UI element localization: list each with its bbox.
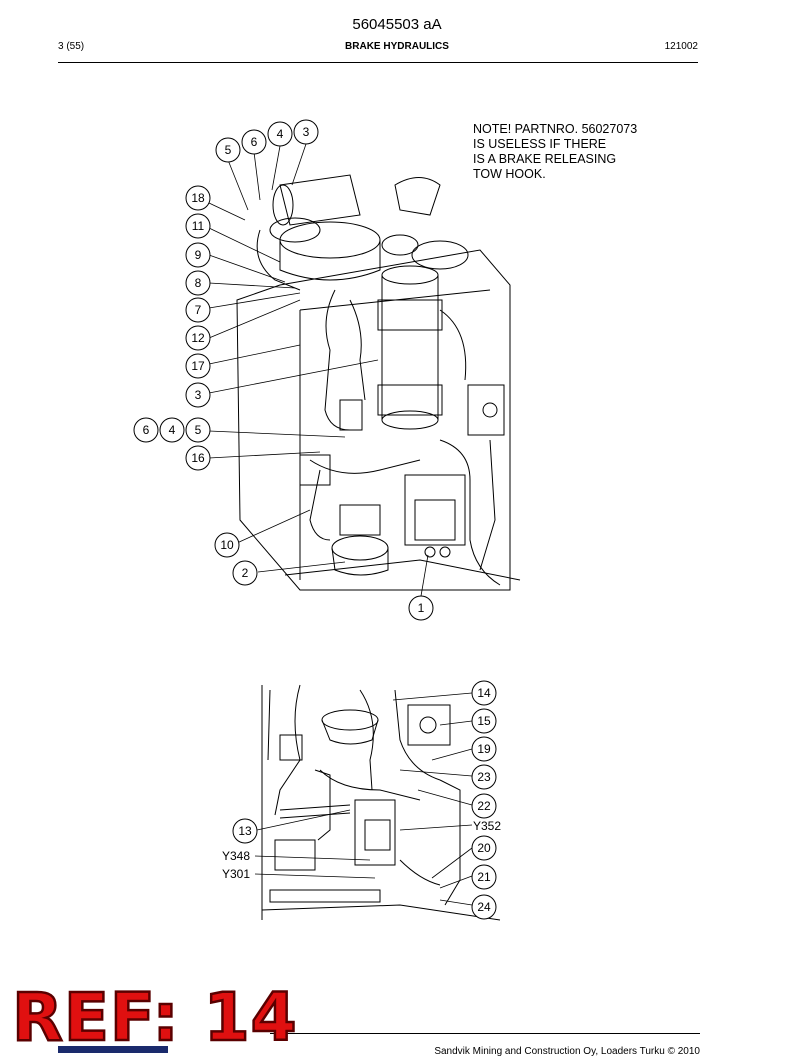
header-rule <box>58 62 698 63</box>
callout: 13 <box>232 818 258 844</box>
callout-label: 5 <box>225 143 232 157</box>
callout-label: 6 <box>143 423 150 437</box>
callout: 7 <box>185 297 211 323</box>
callout: 9 <box>185 242 211 268</box>
callout: 15 <box>471 708 497 734</box>
callout-label: 17 <box>191 359 205 373</box>
callout-label: 15 <box>477 714 491 728</box>
callout: 6 <box>241 129 267 155</box>
callout-label: 5 <box>195 423 202 437</box>
page-title: BRAKE HYDRAULICS <box>345 41 449 52</box>
callout: 20 <box>471 835 497 861</box>
callout-label: 12 <box>191 331 205 345</box>
callout: 21 <box>471 864 497 890</box>
solenoid-label: Y348 <box>222 849 250 863</box>
callout-label: 18 <box>191 191 205 205</box>
callout: 10 <box>214 532 240 558</box>
callout-label: 4 <box>169 423 176 437</box>
callout-label: 3 <box>195 388 202 402</box>
callout: 11 <box>185 213 211 239</box>
callout-label: 19 <box>477 742 491 756</box>
page-number: 3 (55) <box>58 41 85 52</box>
callout-label: 3 <box>303 125 310 139</box>
document-code: 121002 <box>664 41 698 52</box>
solenoid-label: Y301 <box>222 867 250 881</box>
callout: 24 <box>471 894 497 920</box>
leader-lines <box>208 143 473 906</box>
callout-label: 14 <box>477 686 491 700</box>
callout: 3 <box>293 119 319 145</box>
callout-label: 2 <box>242 566 249 580</box>
lower-assembly-drawing <box>261 684 501 921</box>
callout-label: 22 <box>477 799 491 813</box>
callout: 19 <box>471 736 497 762</box>
solenoid-label: Y352 <box>473 819 501 833</box>
callout: 17 <box>185 353 211 379</box>
footer-rule <box>270 1033 700 1034</box>
callout: 4 <box>267 121 293 147</box>
callouts-bottom: 14 15 19 23 22 13 20 21 24 <box>232 680 497 920</box>
callout: 18 <box>185 185 211 211</box>
reference-stamp: REF: 14 <box>11 979 298 1056</box>
callout-label: 24 <box>477 900 491 914</box>
callout-label: 21 <box>477 870 491 884</box>
callout: 1 <box>408 595 434 621</box>
callout-label: 4 <box>277 127 284 141</box>
callout: 5 <box>185 417 211 443</box>
document-number: 56045503 aA <box>352 16 442 33</box>
callout-label: 8 <box>195 276 202 290</box>
note-text: NOTE! PARTNRO. 56027073 IS USELESS IF TH… <box>473 122 638 181</box>
callout-label: 11 <box>192 219 205 233</box>
footer-copyright: Sandvik Mining and Construction Oy, Load… <box>434 1046 700 1057</box>
callout: 8 <box>185 270 211 296</box>
callout-label: 20 <box>477 841 491 855</box>
company-logo <box>58 1046 168 1053</box>
callout: 3 <box>185 382 211 408</box>
callouts-top: 3 4 6 5 18 11 9 8 7 12 17 3 6 4 5 16 10 … <box>133 119 434 621</box>
callout-label: 10 <box>220 538 234 552</box>
callout-label: 16 <box>191 451 205 465</box>
callout-label: 23 <box>477 770 491 784</box>
callout-label: 6 <box>251 135 258 149</box>
callout-label: 9 <box>195 248 202 262</box>
callout-label: 13 <box>238 824 252 838</box>
callout: 6 <box>133 417 159 443</box>
callout: 4 <box>159 417 185 443</box>
callout: 22 <box>471 793 497 819</box>
upper-assembly-drawing <box>236 174 521 591</box>
component-labels: Y352 Y348 Y301 <box>222 819 501 881</box>
callout: 16 <box>185 445 211 471</box>
callout-label: 7 <box>195 303 202 317</box>
callout: 2 <box>232 560 258 586</box>
callout: 12 <box>185 325 211 351</box>
callout: 5 <box>215 137 241 163</box>
callout: 14 <box>471 680 497 706</box>
callout-label: 1 <box>418 601 425 615</box>
callout: 23 <box>471 764 497 790</box>
